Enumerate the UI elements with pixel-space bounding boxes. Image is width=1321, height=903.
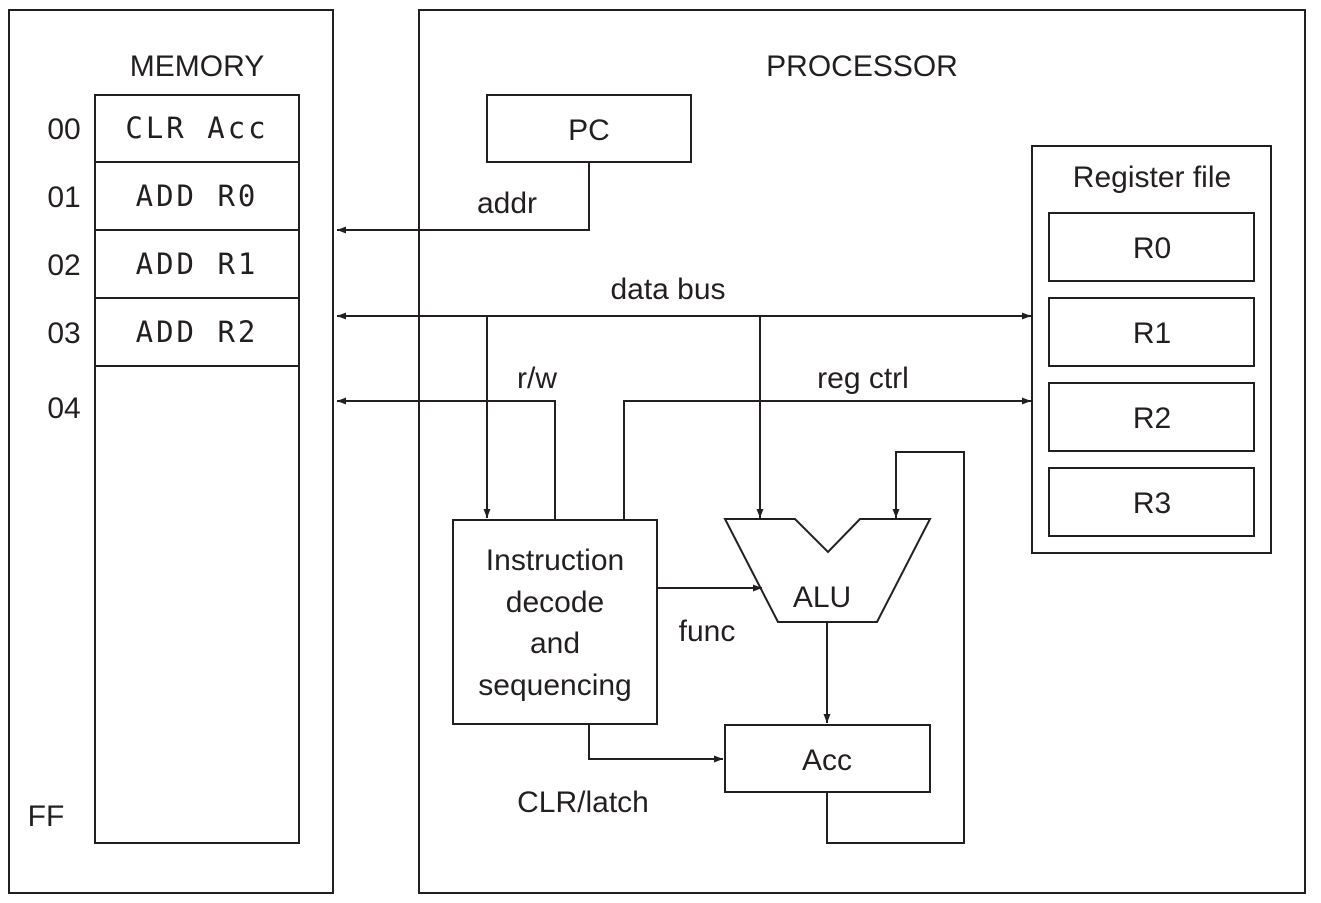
alu-label: ALU: [793, 581, 851, 614]
register-r3-box: [1048, 467, 1255, 537]
memory-address: 01: [47, 181, 80, 214]
accumulator-label: Acc: [802, 744, 852, 777]
function-select-label: func: [679, 615, 736, 648]
clear-latch-line: [588, 724, 723, 763]
memory-title: MEMORY: [130, 50, 264, 83]
register-r1-box: [1048, 297, 1255, 367]
register-control-label: reg ctrl: [817, 362, 909, 395]
address-line-label: addr: [477, 187, 537, 220]
clear-latch-label: CLR/latch: [517, 786, 649, 819]
accumulator-feedback-line: [826, 451, 965, 844]
memory-instruction: CLR Acc: [125, 111, 268, 145]
register-r3-label: R3: [1133, 487, 1171, 520]
register-r0-label: R0: [1133, 232, 1171, 265]
register-r2-box: [1048, 382, 1255, 452]
alu-shape: [723, 518, 932, 623]
memory-instruction: ADD R0: [136, 179, 259, 213]
read-write-line: [337, 397, 556, 520]
address-line: [337, 162, 590, 234]
decoder-label-line: and: [530, 627, 580, 660]
accumulator-box: [724, 724, 931, 793]
memory-panel: MEMORY CLR Acc ADD R0 ADD R1 ADD R2 00 0…: [8, 9, 334, 894]
processor-title: PROCESSOR: [766, 50, 958, 83]
program-counter-label: PC: [568, 114, 610, 147]
data-bus-label: data bus: [610, 273, 725, 306]
register-file-title: Register file: [1073, 161, 1231, 194]
register-r0-box: [1048, 212, 1255, 282]
memory-address: 04: [47, 392, 80, 425]
read-write-label: r/w: [517, 362, 557, 395]
register-control-line: [623, 397, 1031, 520]
decoder-label-line: decode: [506, 586, 604, 619]
decoder-label-line: sequencing: [478, 669, 631, 702]
memory-address: 03: [47, 317, 80, 350]
register-r2-label: R2: [1133, 402, 1171, 435]
decoder-label-line: Instruction: [486, 544, 624, 577]
memory-last-address: FF: [28, 800, 65, 833]
memory-array: [94, 94, 300, 844]
memory-address: 02: [47, 249, 80, 282]
processor-panel: PROCESSOR PC Register file R0 R1 R2 R3 I…: [337, 9, 1306, 894]
program-counter-box: [486, 94, 692, 163]
register-r1-label: R1: [1133, 317, 1171, 350]
memory-instruction: ADD R2: [136, 315, 259, 349]
memory-address: 00: [47, 113, 80, 146]
memory-instruction: ADD R1: [136, 247, 259, 281]
